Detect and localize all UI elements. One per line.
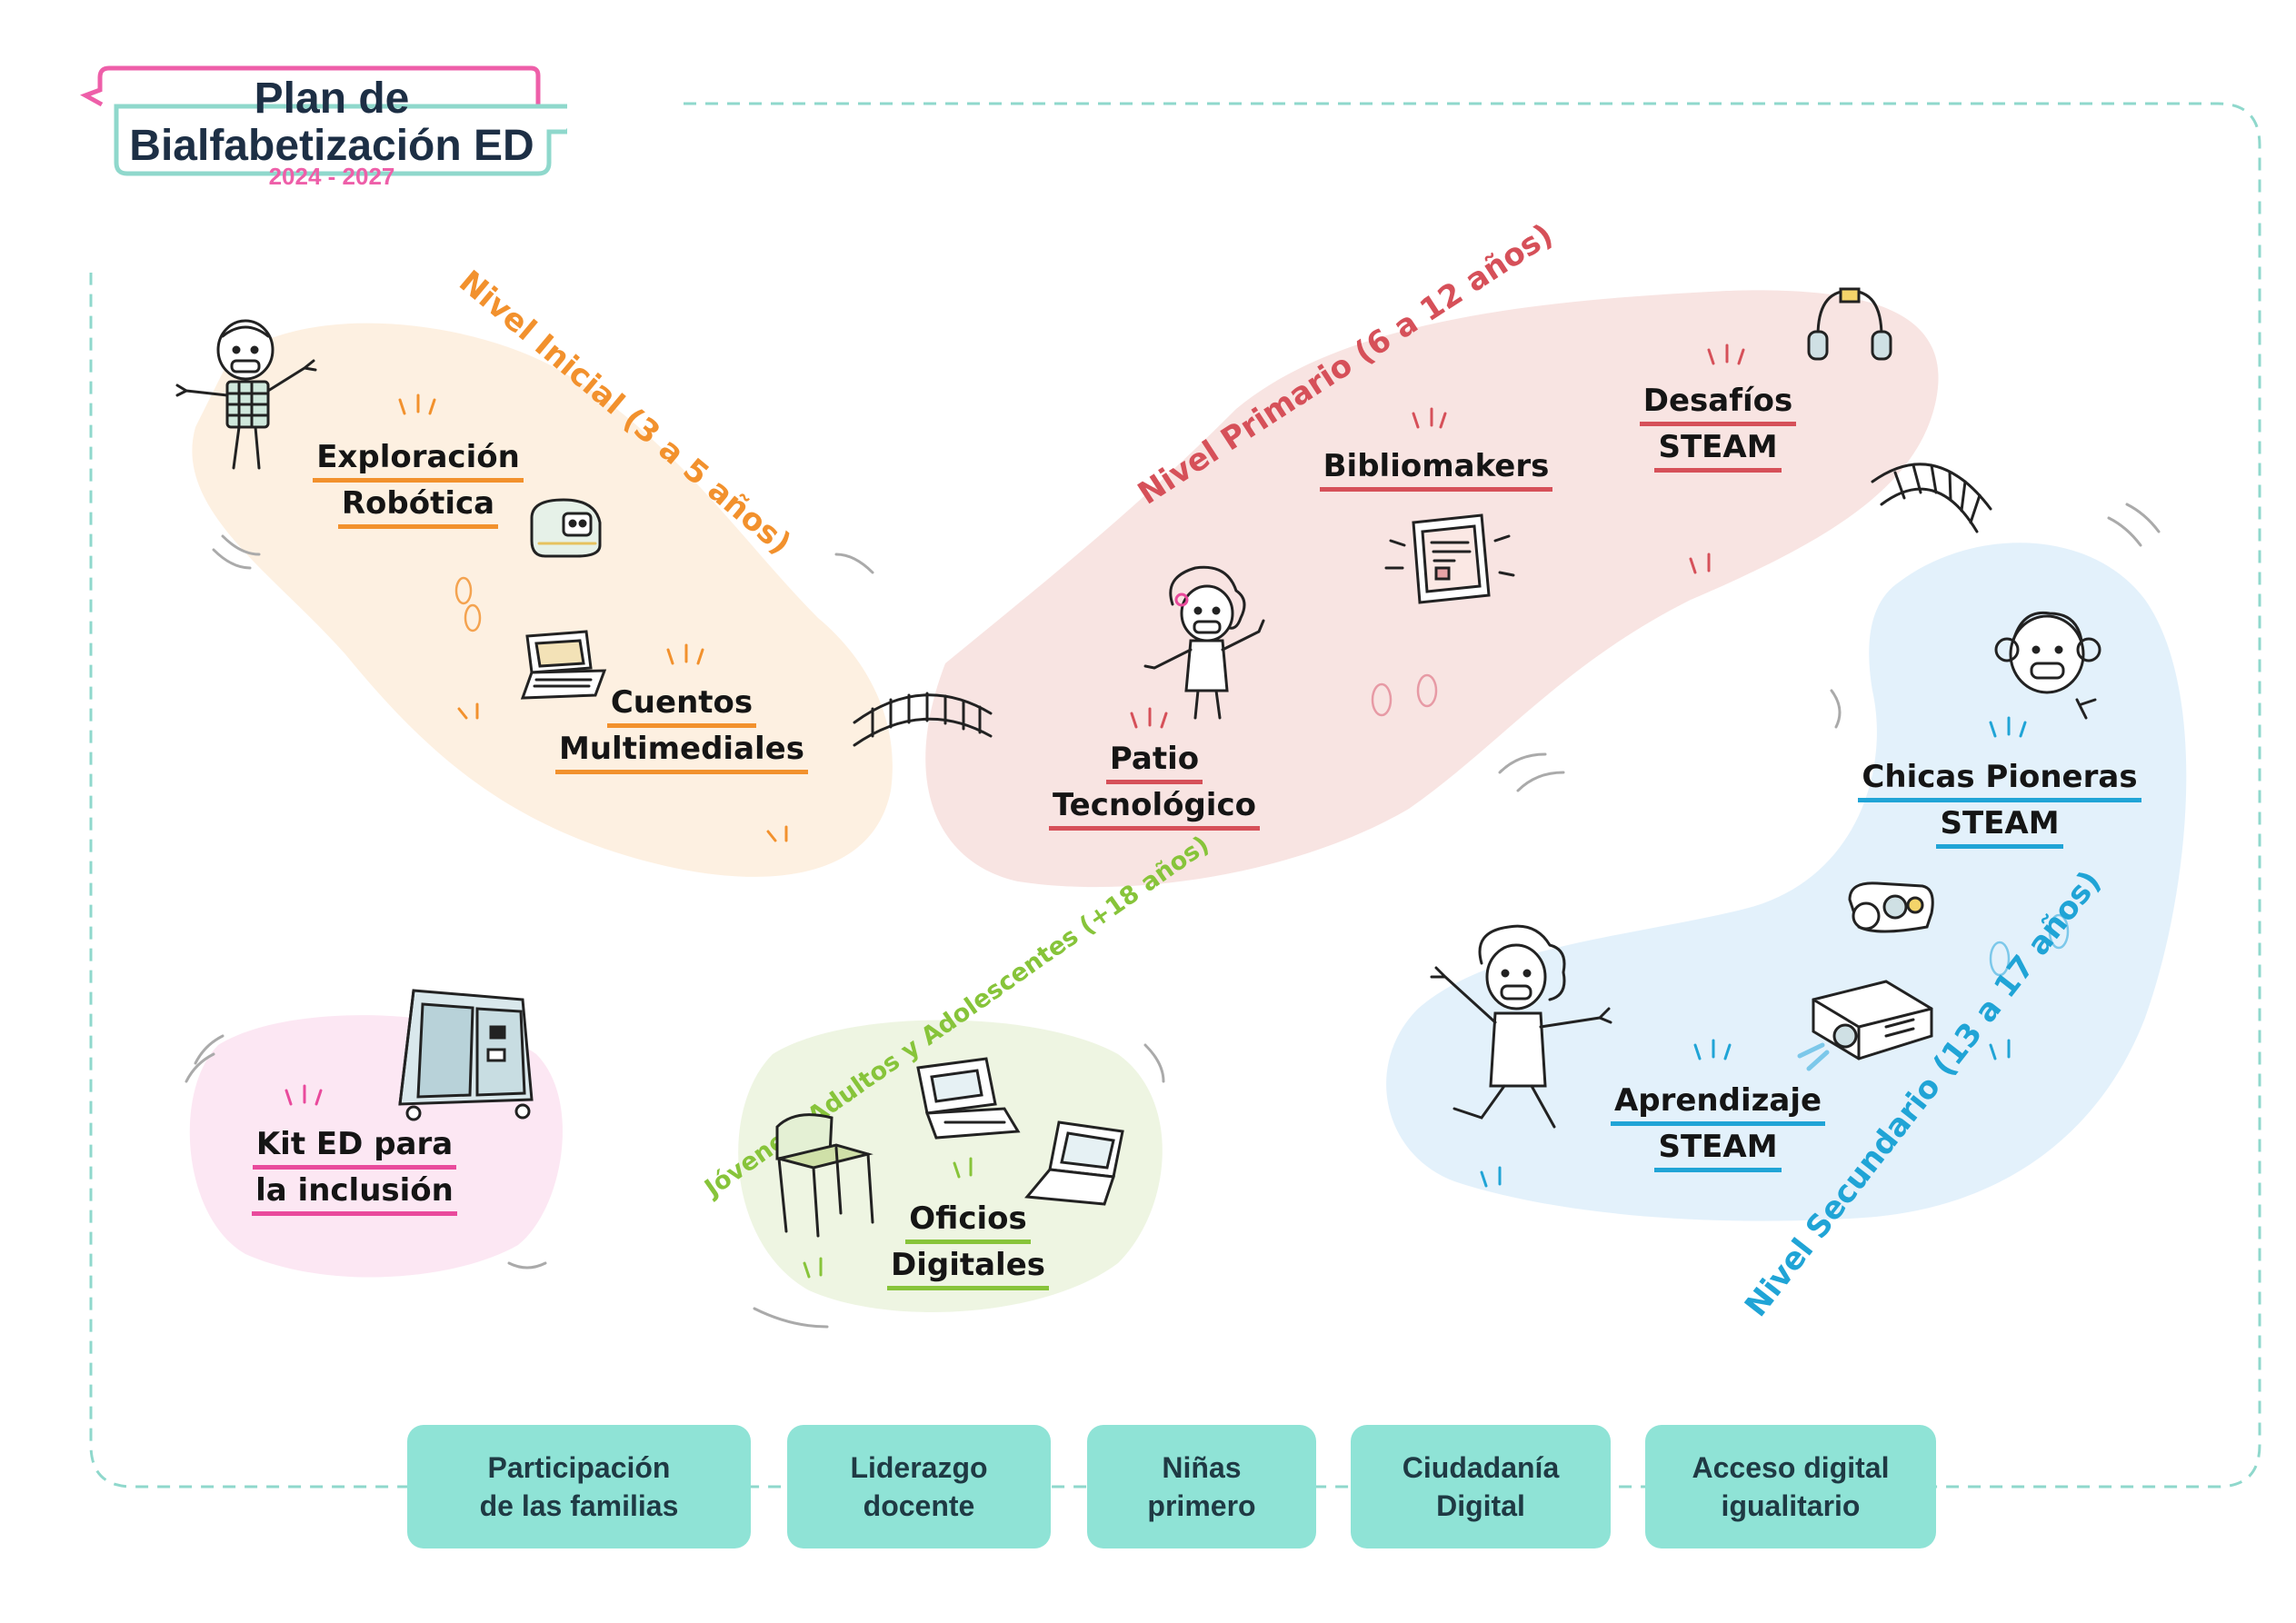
blob-inicial — [192, 323, 893, 877]
program-bibliomakers: Bibliomakers — [1300, 445, 1572, 492]
plan-title-badge: Plan de Bialfabetización ED 2024 - 2027 — [80, 65, 573, 190]
title-years: 2024 - 2027 — [268, 163, 395, 190]
title-frame-icon — [80, 65, 567, 176]
blob-secundario — [1386, 543, 2187, 1221]
projector-icon — [1797, 980, 1933, 1071]
laptop-icon — [1024, 1120, 1124, 1206]
bridge-icon — [853, 692, 993, 747]
boy-icon — [1430, 924, 1612, 1129]
dashed-frame — [89, 102, 2261, 1489]
girl-icon — [1143, 565, 1265, 720]
laptop-icon — [916, 1057, 1021, 1140]
kit-cabinet-icon — [398, 989, 534, 1121]
robot-icon — [530, 498, 602, 558]
tablet-icon — [1384, 513, 1515, 604]
blob-adultos — [738, 1020, 1163, 1312]
vr-camera-icon — [1848, 881, 1934, 933]
kid-icon — [175, 319, 317, 470]
bridge-icon — [1871, 463, 1992, 533]
title-line-1: Plan de — [254, 75, 410, 123]
girl-pigtails-icon — [1994, 611, 2101, 720]
headphones-icon — [1807, 287, 1892, 361]
title-line-2: Bialfabetización ED — [129, 122, 534, 170]
chair-icon — [775, 1113, 874, 1238]
laptop-book-icon — [520, 630, 607, 700]
